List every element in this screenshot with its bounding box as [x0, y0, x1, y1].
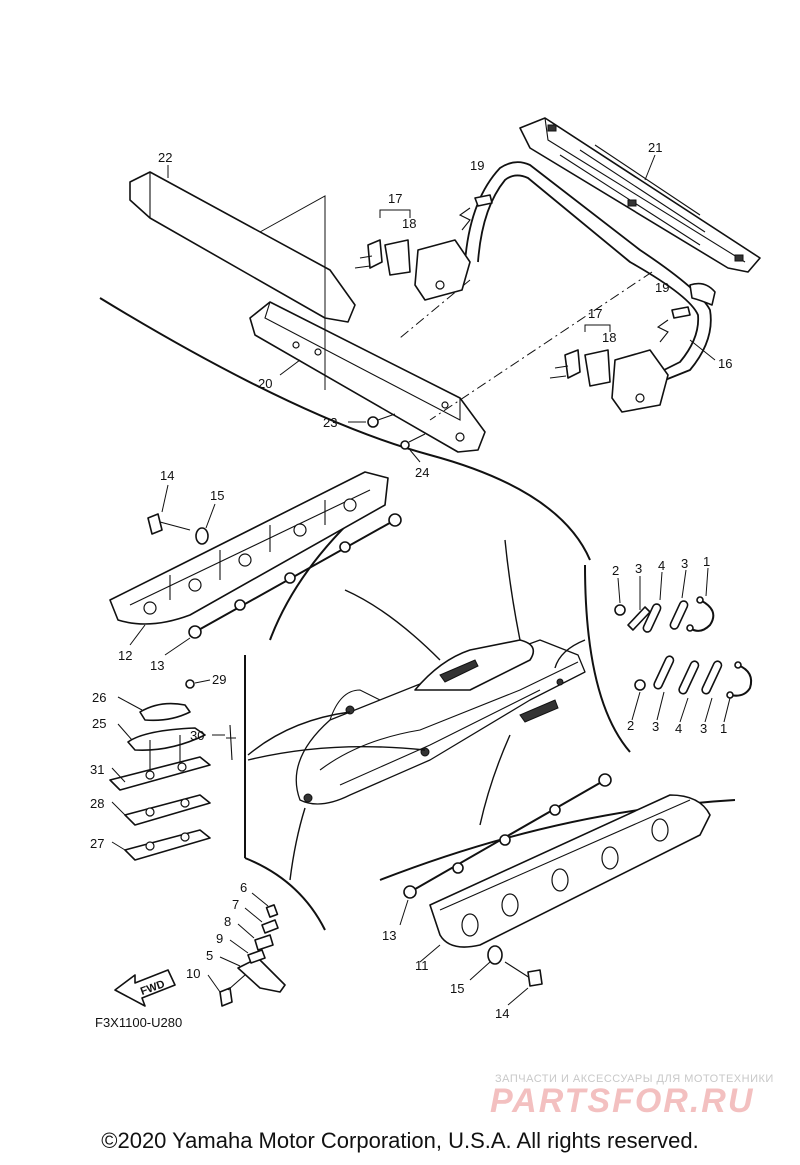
part-26-cover: [139, 702, 191, 722]
figure-code: F3X1100-U280: [95, 1015, 182, 1030]
part-9-washer: [247, 949, 266, 964]
callout-10: 10: [186, 966, 200, 981]
fwd-arrow-icon: FWD: [114, 969, 176, 1007]
part-7-spring: [261, 919, 279, 934]
callout-5: 5: [206, 948, 213, 963]
collar-15-upper: [195, 503, 216, 545]
bracket-set-lower: [549, 306, 691, 413]
callout-18a: 18: [402, 216, 416, 231]
callout-22: 22: [158, 150, 172, 165]
callout-4b: 4: [675, 721, 682, 736]
watercraft-overview: [295, 639, 586, 805]
callout-12: 12: [118, 648, 132, 663]
part-6-nut: [265, 904, 279, 918]
callout-9: 9: [216, 931, 223, 946]
callout-1b: 1: [720, 721, 727, 736]
part-31-gasket: [109, 756, 211, 791]
part-10-bolt: [219, 987, 233, 1007]
pointer-lines: [247, 539, 586, 881]
watermark: ЗАПЧАСТИ И АКСЕССУАРЫ ДЛЯ МОТОТЕХНИКИ PA…: [490, 1073, 774, 1120]
collar-15-lower: [469, 945, 503, 981]
hardware-leaders: [617, 567, 731, 723]
hook-leaders: [207, 892, 269, 993]
callout-21: 21: [648, 140, 662, 155]
part-13-rail-lower: [399, 773, 612, 926]
part-29-screw: [185, 679, 195, 689]
callout-11: 11: [415, 958, 429, 973]
part-5-hook: [237, 957, 286, 993]
callout-20: 20: [258, 376, 272, 391]
bracket-set-upper: [354, 194, 493, 301]
part-27-plate: [124, 829, 211, 861]
part-16-handle: [464, 161, 716, 381]
bolt-14-lower: [504, 961, 543, 1006]
callout-17a: 17: [388, 191, 402, 206]
callout-27: 27: [90, 836, 104, 851]
callout-28: 28: [90, 796, 104, 811]
part-25-cleat: [127, 727, 206, 752]
callout-6: 6: [240, 880, 247, 895]
callout-3b: 3: [681, 556, 688, 571]
callout-26: 26: [92, 690, 106, 705]
callout-23: 23: [323, 415, 337, 430]
callout-13b: 13: [382, 928, 396, 943]
callout-2a: 2: [612, 563, 619, 578]
guide-22-to-20: [259, 195, 326, 390]
bolt-23: [348, 413, 396, 428]
callout-3a: 3: [635, 561, 642, 576]
part-13-rail-upper: [164, 513, 402, 656]
part-20-rail: [249, 301, 486, 453]
bolt-24: [400, 433, 426, 463]
callout-15a: 15: [210, 488, 224, 503]
callout-19b: 19: [655, 280, 669, 295]
hardware-set-upper: [614, 596, 715, 633]
cleat-leaders: [111, 679, 225, 851]
callout-25: 25: [92, 716, 106, 731]
part-22-pad: [129, 165, 356, 323]
assembly-line-b: [429, 271, 653, 421]
watermark-tagline: ЗАПЧАСТИ И АКСЕССУАРЫ ДЛЯ МОТОТЕХНИКИ: [495, 1073, 774, 1085]
part-11-sponson: [419, 794, 711, 963]
callout-24: 24: [415, 465, 429, 480]
callout-31: 31: [90, 762, 104, 777]
cleat-assembly: [109, 679, 236, 861]
callout-labels: 22 19 21 17 18 19 17 18 16 20 23 24 14 1…: [90, 140, 732, 1021]
callout-2b: 2: [627, 718, 634, 733]
callout-13a: 13: [150, 658, 164, 673]
callout-8: 8: [224, 914, 231, 929]
callout-15b: 15: [450, 981, 464, 996]
callout-19a: 19: [470, 158, 484, 173]
hardware-set-lower: [634, 655, 753, 699]
callout-18b: 18: [602, 330, 616, 345]
hook-assembly: [219, 904, 286, 1007]
callout-16: 16: [718, 356, 732, 371]
callout-30: 30: [190, 728, 204, 743]
callout-4a: 4: [658, 558, 665, 573]
part-30-rivet: [226, 724, 236, 761]
part-21-pad: [519, 117, 761, 273]
callout-7: 7: [232, 897, 239, 912]
callout-14b: 14: [495, 1006, 509, 1021]
callout-14a: 14: [160, 468, 174, 483]
callout-29: 29: [212, 672, 226, 687]
callout-3d: 3: [700, 721, 707, 736]
bolt-14-upper: [147, 484, 191, 535]
part-12-sponson: [109, 471, 389, 646]
callout-17b: 17: [588, 306, 602, 321]
part-8-spring: [254, 934, 274, 951]
callout-1a: 1: [703, 554, 710, 569]
callout-3c: 3: [652, 719, 659, 734]
part-28-plate: [124, 794, 211, 826]
watermark-brand: PARTSFOR.RU: [490, 1082, 754, 1120]
copyright-notice: ©2020 Yamaha Motor Corporation, U.S.A. A…: [101, 1128, 699, 1153]
